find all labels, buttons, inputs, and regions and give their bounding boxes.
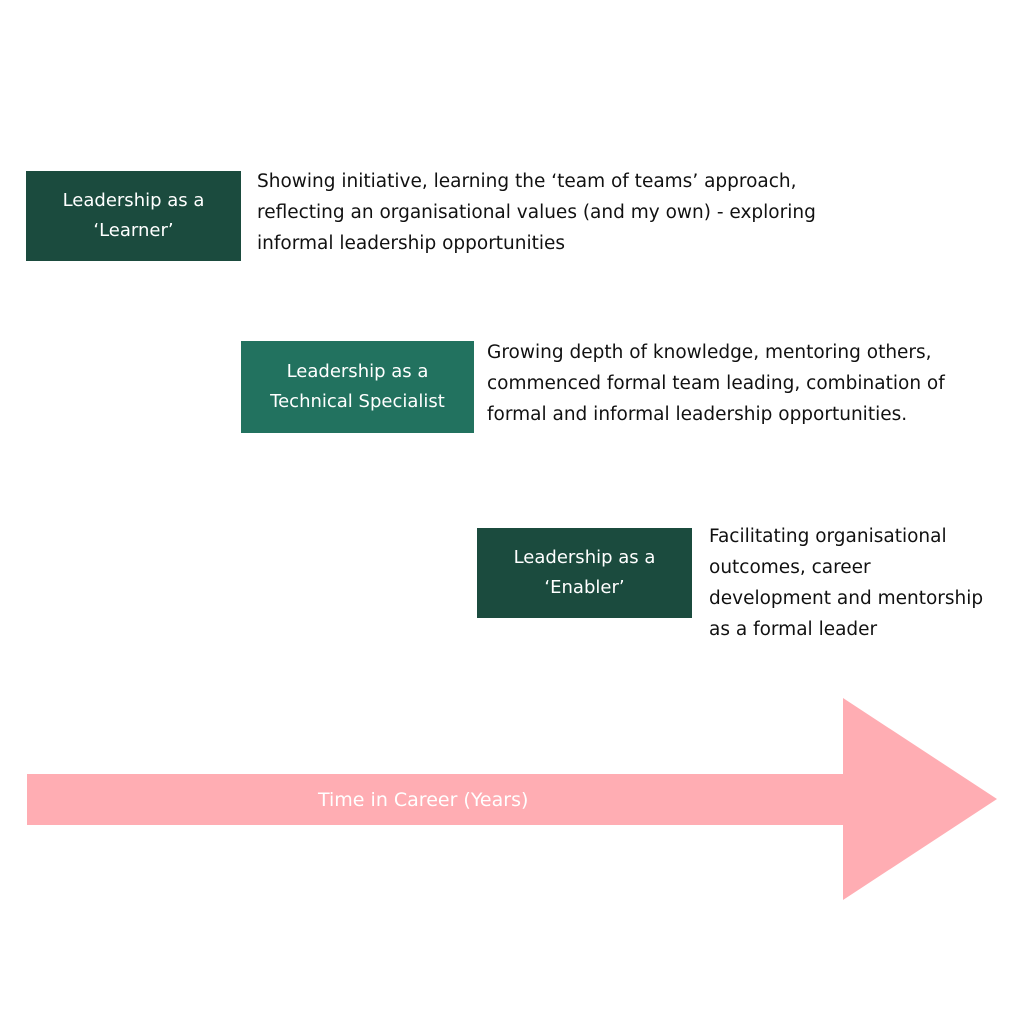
- stage-learner-description-line: informal leadership opportunities: [257, 233, 566, 254]
- stage-enabler-description-line: as a formal leader: [709, 619, 878, 640]
- stage-technical-specialist-label-line-1: Leadership as a: [286, 361, 429, 382]
- stage-technical-specialist-label-line-2: Technical Specialist: [270, 391, 445, 412]
- stage-enabler-box: Leadership as a ‘Enabler’: [477, 528, 692, 618]
- stage-learner-label-line-1: Leadership as a: [62, 190, 205, 211]
- stage-learner-description-line: Showing initiative, learning the ‘team o…: [257, 171, 797, 192]
- stage-technical-specialist-description-line: Growing depth of knowledge, mentoring ot…: [487, 342, 932, 363]
- stage-learner-description-line: reflecting an organisational values (and…: [257, 202, 816, 223]
- stage-technical-specialist-description: Growing depth of knowledge, mentoring ot…: [487, 337, 945, 430]
- timeline-label: Time in Career (Years): [318, 789, 529, 811]
- stage-enabler-description-line: development and mentorship: [709, 588, 984, 609]
- stage-technical-specialist-description-line: commenced formal team leading, combinati…: [487, 373, 945, 394]
- stage-enabler-description: Facilitating organisational outcomes, ca…: [709, 521, 983, 645]
- stage-technical-specialist-box: Leadership as a Technical Specialist: [241, 341, 474, 433]
- stage-learner-description: Showing initiative, learning the ‘team o…: [257, 166, 816, 259]
- stage-learner-label-line-2: ‘Learner’: [93, 220, 174, 241]
- stage-enabler-label-line-2: ‘Enabler’: [544, 577, 625, 598]
- stage-learner-box: Leadership as a ‘Learner’: [26, 171, 241, 261]
- timeline-arrow-shape: [27, 698, 997, 900]
- stage-enabler-description-line: outcomes, career: [709, 557, 871, 578]
- stage-enabler-description-line: Facilitating organisational: [709, 526, 947, 547]
- stage-technical-specialist-description-line: formal and informal leadership opportuni…: [487, 404, 908, 425]
- stage-enabler-label-line-1: Leadership as a: [513, 547, 656, 568]
